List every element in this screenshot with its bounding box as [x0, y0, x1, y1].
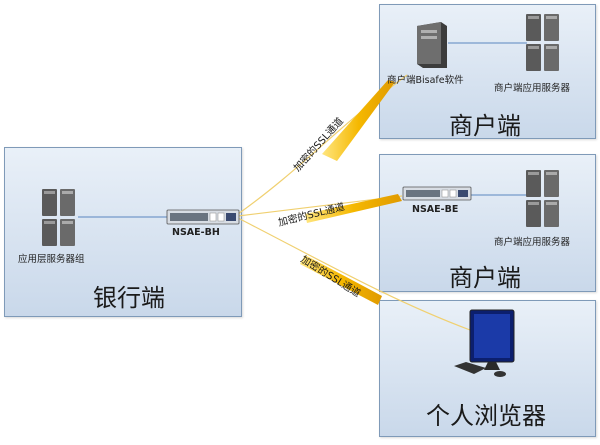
merchant1-software-label: 商户端Bisafe软件: [387, 75, 464, 86]
server-rack-icon: [526, 170, 559, 227]
merchant2-gateway-label: NSAE-BE: [412, 204, 459, 215]
tunnel-wedge-3: [300, 255, 382, 305]
tunnel-label-2: 加密的SSL通道: [277, 200, 346, 229]
bank-gateway-label: NSAE-BH: [172, 227, 220, 238]
merchant1-server-label: 商户端应用服务器: [494, 83, 571, 94]
merchant2-server-label: 商户端应用服务器: [494, 237, 571, 248]
gateway-appliance-icon: [402, 186, 472, 201]
server-rack-icon: [42, 189, 75, 246]
merchant2-title: 商户端: [449, 264, 521, 292]
merchant1-title: 商户端: [449, 112, 521, 140]
link-bank-browser: [237, 217, 471, 331]
merchant1-panel: [379, 4, 596, 139]
server-rack-icon: [526, 14, 559, 71]
bank-title: 银行端: [93, 284, 165, 312]
browser-title: 个人浏览器: [426, 402, 546, 430]
gateway-appliance-icon: [166, 209, 240, 225]
tower-pc-icon: [417, 22, 447, 68]
monitor-icon: [454, 309, 515, 377]
bank-server-group-label: 应用层服务器组: [18, 254, 85, 265]
tunnel-wedge-1: [322, 80, 395, 161]
tunnel-wedge-2: [305, 194, 402, 223]
tunnel-label-3: 加密的SSL通道: [298, 253, 363, 300]
merchant2-panel: [379, 154, 596, 292]
